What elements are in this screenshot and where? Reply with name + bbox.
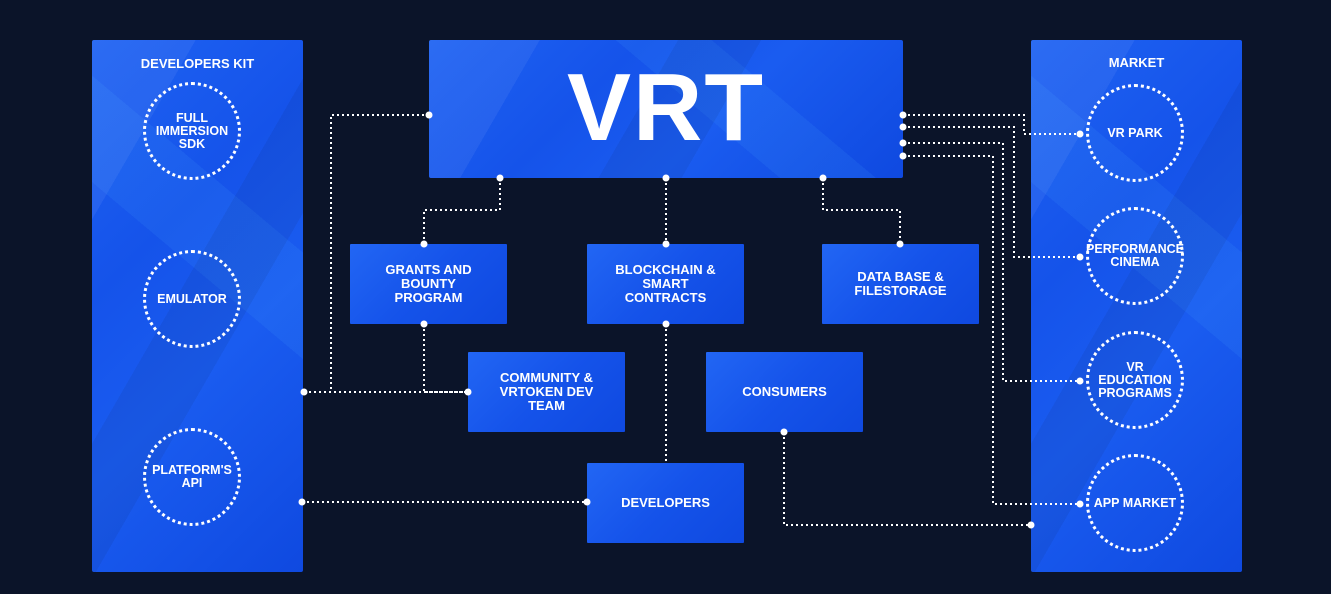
grants-node: GRANTS AND BOUNTY PROGRAM	[350, 244, 507, 324]
vr-park-circle: VR PARK	[1086, 84, 1184, 182]
wire-grants-community	[423, 324, 468, 393]
community-label: COMMUNITY & VRTOKEN DEV TEAM	[499, 370, 594, 413]
wire-vrt-grants	[423, 178, 501, 244]
database-node: DATA BASE & FILESTORAGE	[822, 244, 979, 324]
consumers-node: CONSUMERS	[706, 352, 863, 432]
vrt-main-box: VRT	[429, 40, 903, 178]
blockchain-label: BLOCKCHAIN & SMART CONTRACTS	[615, 262, 716, 305]
app-market-circle: APP MARKET	[1086, 454, 1184, 552]
platform-api-circle: PLATFORM'S API	[143, 428, 241, 526]
community-node: COMMUNITY & VRTOKEN DEV TEAM	[468, 352, 625, 432]
developers-node: DEVELOPERS	[587, 463, 744, 543]
database-label: DATA BASE & FILESTORAGE	[854, 269, 947, 298]
consumers-label: CONSUMERS	[742, 384, 827, 399]
sdk-circle: FULL IMMERSION SDK	[143, 82, 241, 180]
emulator-circle: EMULATOR	[143, 250, 241, 348]
performance-cinema-circle: PERFORMANCE CINEMA	[1086, 207, 1184, 305]
developers-kit-panel: DEVELOPERS KIT FULL IMMERSION SDK EMULAT…	[92, 40, 303, 572]
developers-label: DEVELOPERS	[621, 495, 710, 510]
vr-education-circle: VR EDUCATION PROGRAMS	[1086, 331, 1184, 429]
market-title: MARKET	[1108, 55, 1165, 70]
blockchain-node: BLOCKCHAIN & SMART CONTRACTS	[587, 244, 744, 324]
market-panel: MARKET VR PARK PERFORMANCE CINEMA VR EDU…	[1031, 40, 1242, 572]
developers-kit-title: DEVELOPERS KIT	[140, 56, 255, 71]
vrt-title: VRT	[567, 54, 765, 161]
wire-consumers-market	[783, 432, 1031, 526]
grants-label: GRANTS AND BOUNTY PROGRAM	[385, 262, 472, 305]
wire-vrt-database	[822, 178, 901, 244]
